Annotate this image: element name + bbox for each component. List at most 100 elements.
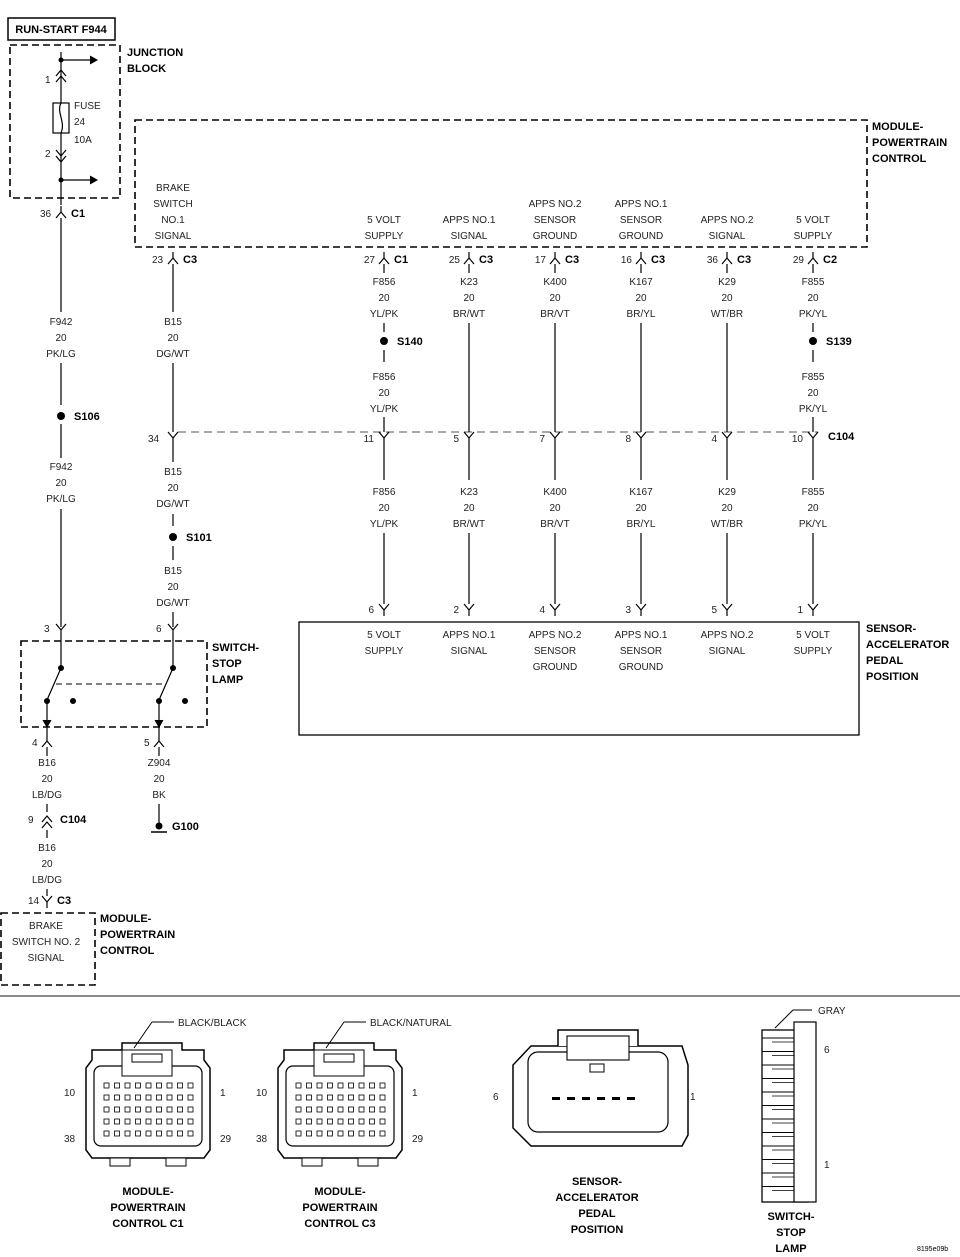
- col-sensor-pin: 4: [539, 605, 545, 616]
- b15-code-1: B15: [164, 317, 182, 328]
- col-wire-color-2: YL/PK: [370, 404, 399, 415]
- s106-splice: [57, 412, 65, 420]
- pcm-bottom-l2: SWITCH NO. 2: [12, 937, 81, 948]
- col-sensor-pin: 6: [368, 605, 374, 616]
- col-pcm-pin: 36: [707, 255, 719, 266]
- col-label-3: SIGNAL: [709, 231, 746, 242]
- c1-view-pin-29: 29: [220, 1134, 232, 1145]
- b16-color-2: LB/DG: [32, 875, 62, 886]
- col-wire-gauge: 20: [549, 293, 561, 304]
- c3-view-pin-29: 29: [412, 1134, 424, 1145]
- c3-view-tag: BLACK/NATURAL: [370, 1018, 452, 1029]
- c3-view-name-1: MODULE-: [314, 1186, 366, 1198]
- col-wire-code-3: F855: [802, 487, 825, 498]
- col-sensor-label-3: SIGNAL: [709, 646, 746, 657]
- col-label-3: SUPPLY: [794, 231, 833, 242]
- col-wire-gauge-3: 20: [721, 503, 733, 514]
- col-label-2: SENSOR: [620, 215, 662, 226]
- col-wire-code: K23: [460, 277, 478, 288]
- pcm-label-1: MODULE-: [872, 121, 924, 133]
- col-pcm-conn: C3: [737, 254, 751, 266]
- b15-code-3: B15: [164, 566, 182, 577]
- col-pcm-conn: C1: [394, 254, 408, 266]
- col-wire-color: BR/YL: [627, 309, 656, 320]
- col-sensor-label-2: SENSOR: [534, 646, 576, 657]
- switch-view-pin-1: 1: [824, 1160, 830, 1171]
- switch-view-name-1: SWITCH-: [767, 1211, 814, 1223]
- b15-gauge-3: 20: [167, 582, 179, 593]
- col-label-2: 5 VOLT: [367, 215, 401, 226]
- col-sensor-label-3: SUPPLY: [365, 646, 404, 657]
- junction-label-1: JUNCTION: [127, 47, 183, 59]
- f942-code-2: F942: [50, 462, 73, 473]
- c3-view-pin-10: 10: [256, 1088, 268, 1099]
- brake-label-3: NO.1: [161, 215, 185, 226]
- c1-view-pin-1: 1: [220, 1088, 226, 1099]
- c3-view-name-2: POWERTRAIN: [302, 1202, 377, 1214]
- col-label-3: SIGNAL: [451, 231, 488, 242]
- col-wire-color: BR/WT: [453, 309, 485, 320]
- col-wire-gauge: 20: [807, 293, 819, 304]
- b16-color-1: LB/DG: [32, 790, 62, 801]
- col-wire-code-3: F856: [373, 487, 396, 498]
- s101-splice: [169, 533, 177, 541]
- app-sensor-connector-view: 6 1 SENSOR- ACCELERATOR PEDAL POSITION: [493, 1029, 696, 1236]
- app-view-pin-6: 6: [493, 1092, 499, 1103]
- col-wire-gauge: 20: [463, 293, 475, 304]
- switch-pin-6: 6: [156, 624, 162, 635]
- col-sensor-pin: 1: [797, 605, 803, 616]
- col-c104-pin: 4: [711, 434, 717, 445]
- fuse-pin-2: 2: [45, 149, 51, 160]
- switch-label-3: LAMP: [212, 674, 243, 686]
- col-wire-code-2: F855: [802, 372, 825, 383]
- f942-wire: F942 20 PK/LG S106 F942 20 PK/LG: [46, 218, 100, 627]
- col-wire-color-3: YL/PK: [370, 519, 399, 530]
- brake-label-4: SIGNAL: [155, 231, 192, 242]
- col-wire-code-3: K400: [543, 487, 567, 498]
- col-wire-gauge: 20: [635, 293, 647, 304]
- pcm-bottom-l1: BRAKE: [29, 921, 63, 932]
- col-label-2: APPS NO.2: [701, 215, 754, 226]
- b16-c104-label: C104: [60, 814, 87, 826]
- z904-wire: Z904 20 BK G100: [148, 747, 199, 833]
- col-pcm-pin: 25: [449, 255, 461, 266]
- app-view-name-3: PEDAL: [578, 1208, 616, 1220]
- col-wire-gauge-2: 20: [807, 388, 819, 399]
- c1-view-pin-10: 10: [64, 1088, 76, 1099]
- app-view-name-1: SENSOR-: [572, 1176, 622, 1188]
- switch-pin-5: 5: [144, 738, 150, 749]
- col-wire-code-3: K23: [460, 487, 478, 498]
- pcm-bottom-m1: MODULE-: [100, 913, 152, 925]
- col-wire-color-3: BR/WT: [453, 519, 485, 530]
- c1-view-name-3: CONTROL C1: [112, 1218, 183, 1230]
- b15-color-3: DG/WT: [156, 598, 189, 609]
- z904-gauge: 20: [153, 774, 165, 785]
- sensor-label-1: SENSOR-: [866, 623, 916, 635]
- col-pcm-conn: C3: [651, 254, 665, 266]
- switch-label-1: SWITCH-: [212, 642, 259, 654]
- c1-view-name-1: MODULE-: [122, 1186, 174, 1198]
- z904-color: BK: [152, 790, 166, 801]
- switch-label-2: STOP: [212, 658, 242, 670]
- col-wire-color-3: BR/VT: [540, 519, 569, 530]
- junction-label-2: BLOCK: [127, 63, 166, 75]
- col-wire-gauge-3: 20: [807, 503, 819, 514]
- b16-gauge-1: 20: [41, 774, 53, 785]
- title-box: RUN-START F944: [7, 17, 116, 41]
- col-wire-code: F855: [802, 277, 825, 288]
- col-sensor-label-2: APPS NO.2: [701, 630, 754, 641]
- b16-c104-pin: 9: [28, 815, 34, 826]
- col-pcm-pin: 27: [364, 255, 376, 266]
- col-label-2: APPS NO.1: [443, 215, 496, 226]
- col-wire-gauge-3: 20: [463, 503, 475, 514]
- b15-color-1: DG/WT: [156, 349, 189, 360]
- switch-view-tag: GRAY: [818, 1006, 846, 1017]
- app-view-pin-1: 1: [690, 1092, 696, 1103]
- col-wire-code-3: K167: [629, 487, 653, 498]
- col-wire-code-2: F856: [373, 372, 396, 383]
- col-wire-color-3: BR/YL: [627, 519, 656, 530]
- sensor-label-2: ACCELERATOR: [866, 639, 949, 651]
